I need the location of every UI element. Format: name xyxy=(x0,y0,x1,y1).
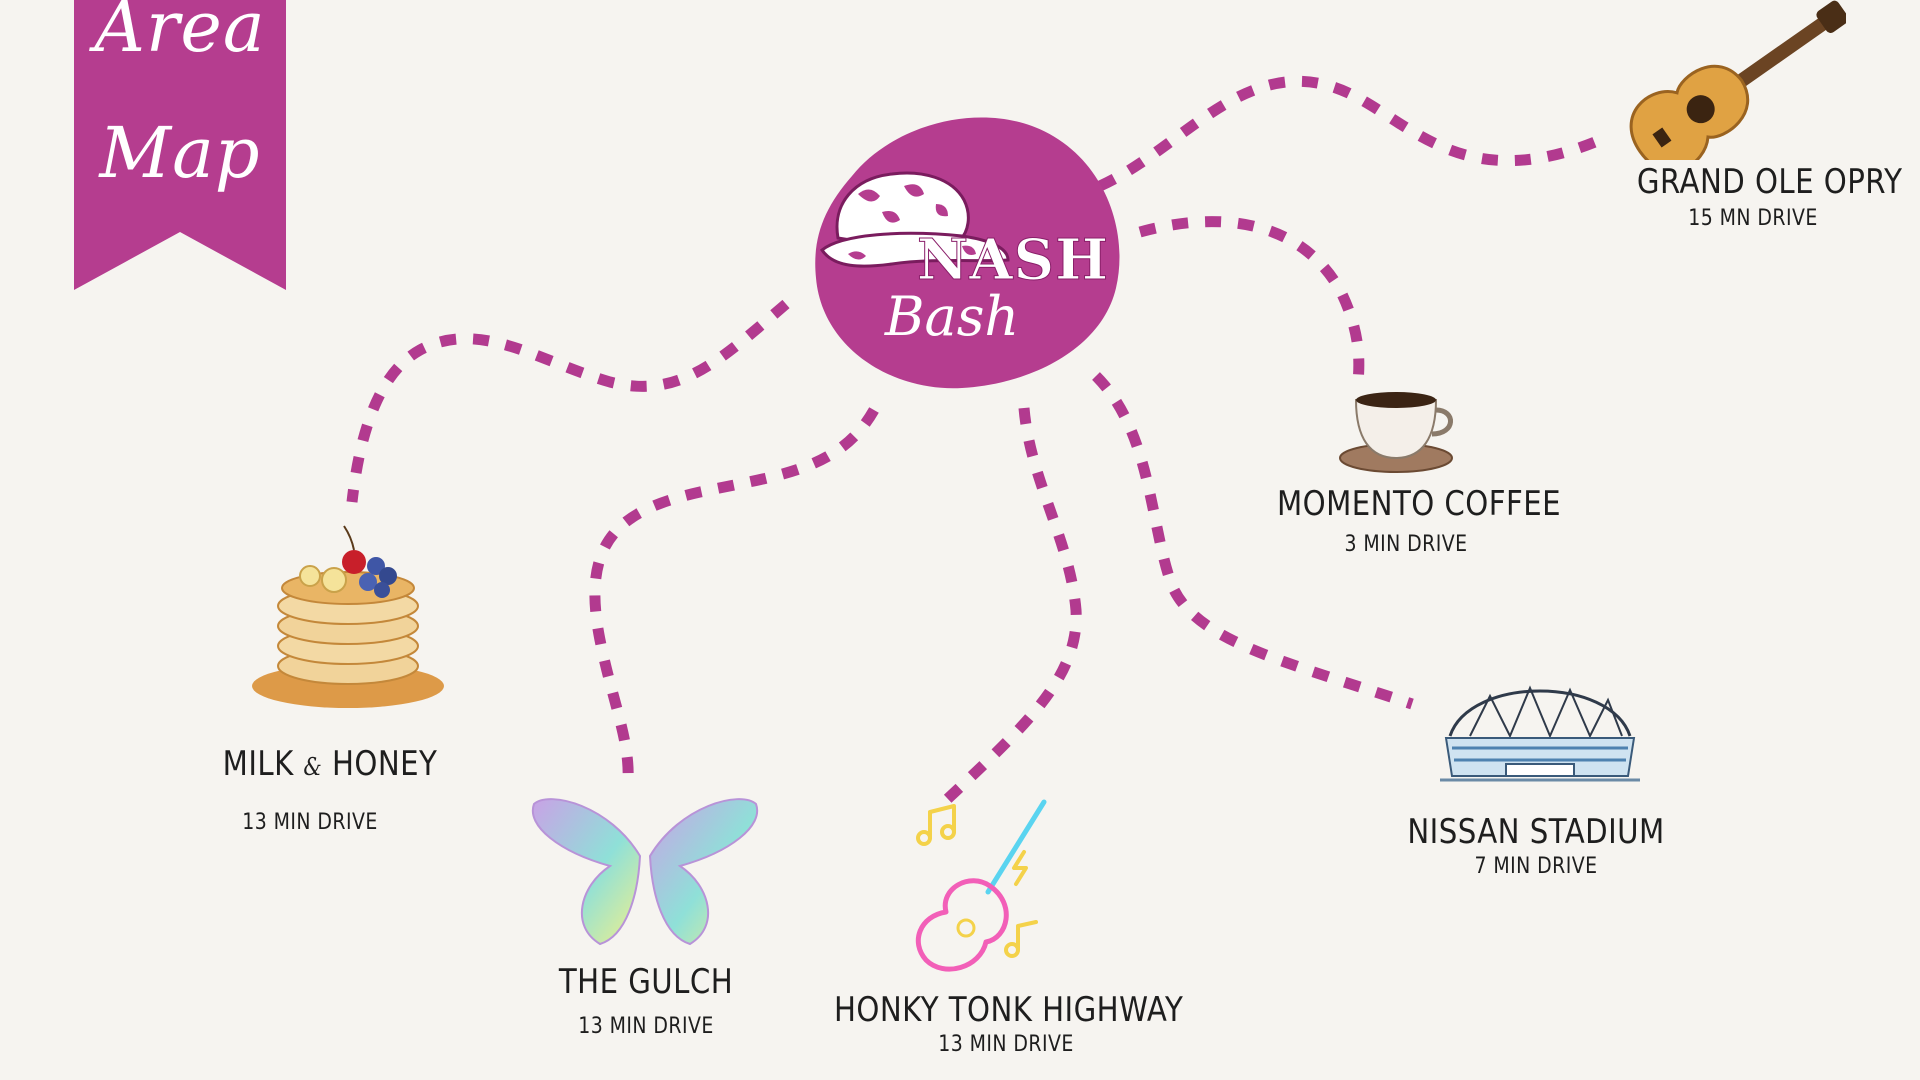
banner-title-line2: Map xyxy=(99,112,261,194)
drive-time: 3 MIN DRIVE xyxy=(1344,532,1468,557)
location-name: GRAND OLE OPRY xyxy=(1636,162,1903,202)
banner-title-line1: Area xyxy=(94,0,266,68)
logo-word-nash: NASH xyxy=(917,227,1109,293)
nash-bash-logo: NASH Bash xyxy=(812,108,1128,392)
ampersand: & xyxy=(303,753,323,781)
pancakes-icon xyxy=(248,516,448,721)
route-to-momento-coffee xyxy=(1138,216,1365,383)
location-grand-ole-opry[interactable]: GRAND OLE OPRY 15 MN DRIVE xyxy=(1618,162,1903,231)
drive-time: 13 MIN DRIVE xyxy=(242,810,378,835)
drive-time: 15 MN DRIVE xyxy=(1688,206,1818,231)
location-milk-and-honey[interactable]: MILK & HONEY 13 MIN DRIVE xyxy=(180,744,480,835)
logo-word-bash: Bash xyxy=(884,285,1020,348)
acoustic-guitar-icon xyxy=(1616,0,1849,173)
logo-blob xyxy=(815,117,1120,389)
location-name: HONKY TONK HIGHWAY xyxy=(834,990,1184,1030)
route-to-grand-ole-opry xyxy=(1097,75,1598,192)
stadium-icon xyxy=(1440,666,1640,795)
location-the-gulch[interactable]: THE GULCH 13 MIN DRIVE xyxy=(486,962,806,1039)
drive-time: 13 MIN DRIVE xyxy=(938,1032,1074,1057)
butterfly-wings-icon xyxy=(530,796,760,951)
cowboy-hat-icon xyxy=(819,171,1010,268)
drive-time: 13 MIN DRIVE xyxy=(578,1014,714,1039)
location-name: NISSAN STADIUM xyxy=(1407,812,1665,852)
location-momento-coffee[interactable]: MOMENTO COFFEE 3 MIN DRIVE xyxy=(1256,484,1562,557)
drive-time: 7 MIN DRIVE xyxy=(1474,854,1598,879)
location-name-part1: MILK xyxy=(222,744,294,784)
location-name: MILK & HONEY xyxy=(201,744,459,784)
location-name-part2: HONEY xyxy=(331,744,438,784)
route-to-the-gulch xyxy=(589,407,879,781)
coffee-cup-icon xyxy=(1336,378,1466,483)
route-to-honky-tonk xyxy=(934,407,1082,812)
location-honky-tonk-highway[interactable]: HONKY TONK HIGHWAY 13 MIN DRIVE xyxy=(806,990,1206,1057)
location-name: MOMENTO COFFEE xyxy=(1277,484,1562,524)
route-to-nissan-stadium xyxy=(1092,372,1414,710)
route-to-milk-and-honey xyxy=(346,299,790,503)
location-nissan-stadium[interactable]: NISSAN STADIUM 7 MIN DRIVE xyxy=(1386,812,1686,879)
neon-guitar-icon xyxy=(900,792,1060,987)
location-name: THE GULCH xyxy=(558,962,734,1002)
